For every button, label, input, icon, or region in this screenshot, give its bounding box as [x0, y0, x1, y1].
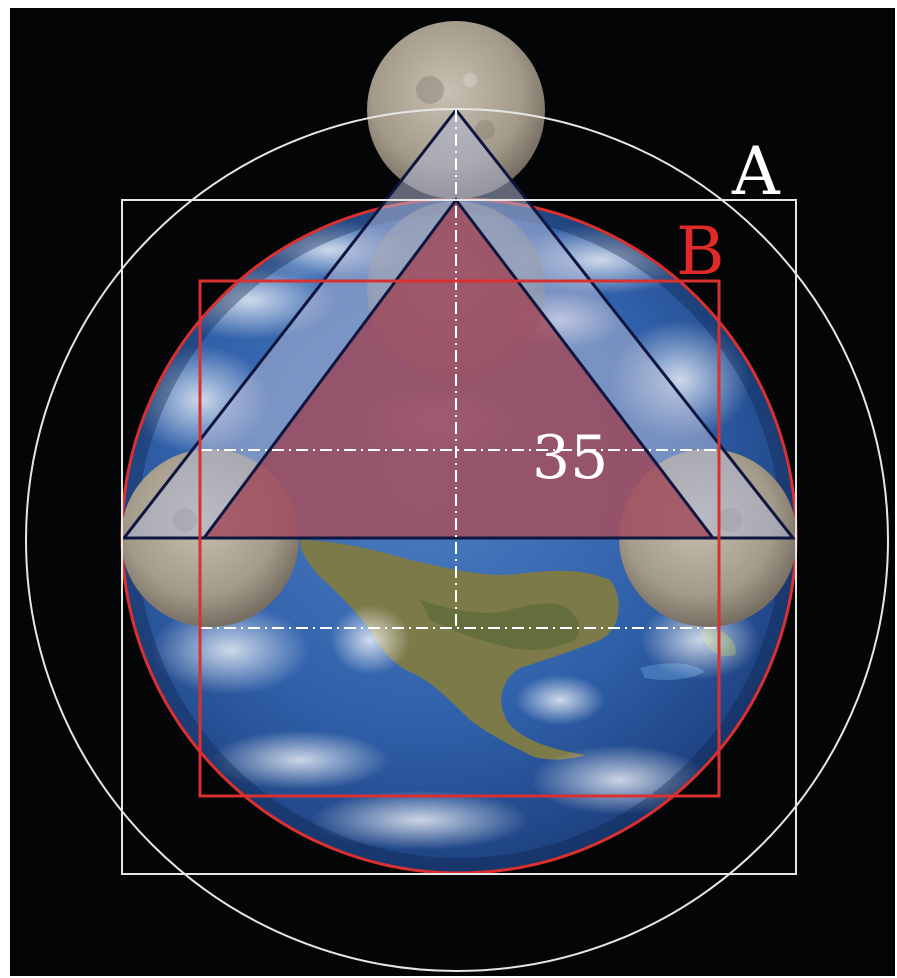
label-b: B	[676, 213, 725, 290]
square-b	[198, 279, 721, 798]
construction-lines	[200, 110, 719, 629]
label-35: 35	[532, 423, 608, 493]
inner-triangle	[201, 197, 717, 540]
label-a: A	[731, 133, 781, 210]
north-america-landmass	[300, 540, 619, 760]
outer-circle	[25, 108, 889, 972]
square-a	[121, 199, 797, 875]
